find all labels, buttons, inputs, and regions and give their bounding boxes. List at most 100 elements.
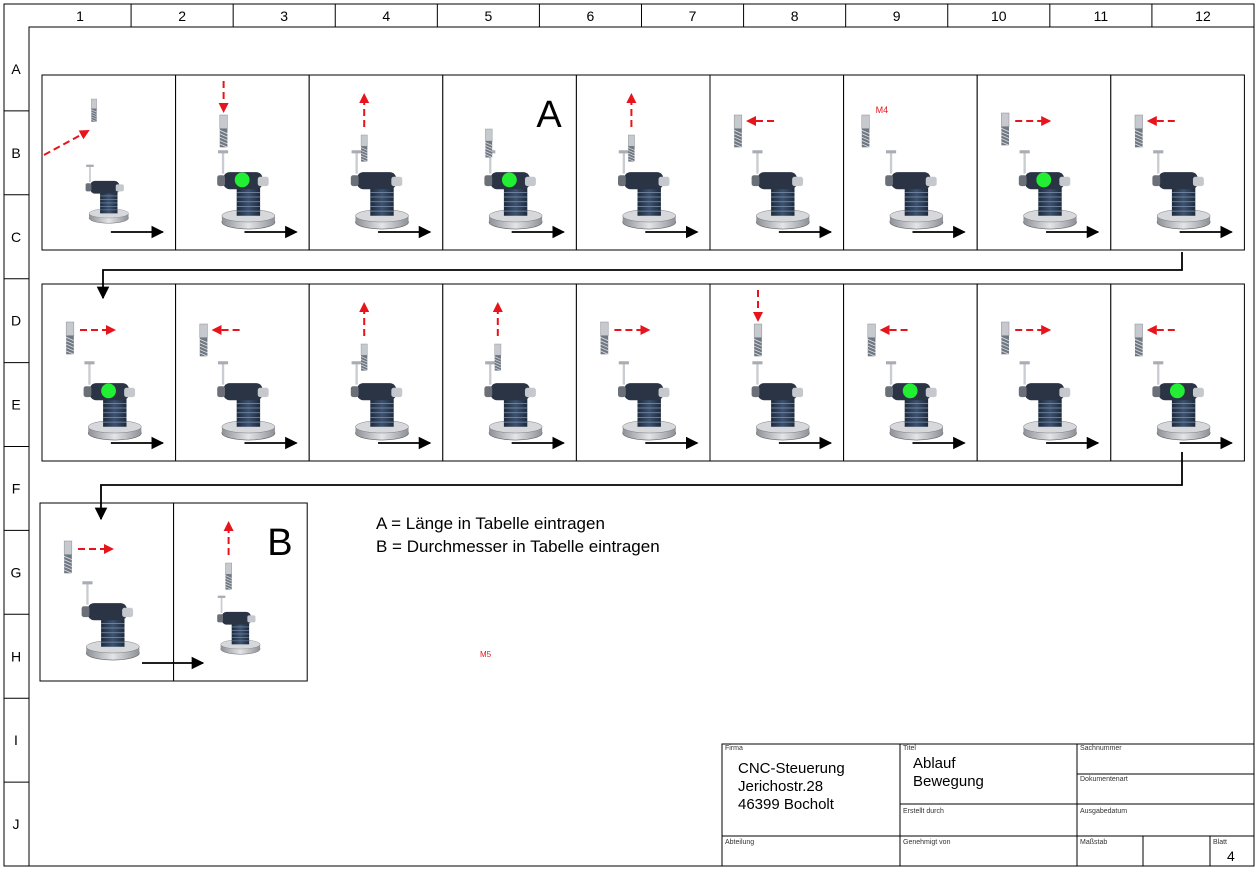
step-panel-2-6: [709, 283, 845, 462]
step-panel-3-2: B: [173, 502, 308, 682]
title-block: [721, 743, 1255, 867]
free-code-m5: M5: [480, 650, 492, 659]
tool-flute-line: [861, 143, 870, 148]
tool-shank: [600, 321, 609, 336]
step-panel-1-5: [575, 74, 711, 251]
step-panel-2-9: [1110, 283, 1245, 462]
tool-flute-line: [861, 140, 870, 145]
tool-shank: [65, 321, 75, 336]
row-connector-1: [96, 252, 1183, 300]
milling-tool: [494, 343, 502, 371]
green-indicator: [902, 383, 918, 399]
column-label-8: 8: [791, 8, 799, 24]
device-knob: [751, 175, 760, 187]
tool-flute-line: [485, 151, 493, 155]
tool-flute-line: [754, 349, 762, 354]
measuring-device: [217, 150, 276, 230]
legend: A = Länge in Tabelle eintragen B = Durch…: [376, 512, 660, 558]
probe-tip: [86, 164, 94, 167]
label-sachnummer: Sachnummer: [1080, 745, 1122, 752]
device-head: [87, 603, 127, 621]
row-label-J: J: [13, 816, 20, 832]
device-knob: [484, 175, 493, 187]
tool-flute-line: [1134, 338, 1143, 344]
tool-shank: [867, 323, 876, 338]
probe-stem: [489, 151, 492, 174]
tool-flute-line: [628, 147, 635, 151]
label-abteilung: Abteilung: [725, 839, 755, 846]
probe-tip: [217, 150, 229, 154]
column-label-2: 2: [178, 8, 186, 24]
probe-stem: [88, 362, 91, 385]
row-label-C: C: [11, 229, 21, 245]
milling-tool: [91, 98, 97, 123]
tool-flute-line: [225, 583, 232, 588]
tool-flute-line: [199, 338, 208, 344]
tool-flute-line: [225, 586, 232, 590]
milling-tool: [861, 114, 870, 148]
column-label-5: 5: [484, 8, 492, 24]
label-dokumentenart: Dokumentenart: [1080, 776, 1128, 783]
probe-stem: [489, 362, 492, 385]
tool-flutes: [91, 108, 97, 122]
tool-flute-line: [360, 158, 368, 162]
label-erstellt: Erstellt durch: [903, 808, 944, 815]
device-knob: [81, 606, 90, 618]
device-side-cap: [1059, 176, 1071, 187]
device-knob: [1152, 386, 1161, 398]
probe-stem: [756, 362, 759, 385]
tool-flute-line: [64, 555, 72, 561]
milling-tool: [733, 114, 743, 148]
milling-tool: [867, 323, 876, 357]
measuring-device: [83, 361, 142, 441]
titel-line-2: Bewegung: [913, 773, 984, 790]
probe-tip: [84, 361, 95, 365]
row-label-E: E: [11, 397, 20, 413]
tool-flute-line: [485, 148, 493, 152]
panel-border: [41, 74, 177, 251]
probe-tip: [1153, 150, 1164, 154]
column-label-9: 9: [893, 8, 901, 24]
device-side-cap: [1192, 176, 1204, 187]
milling-tool: [360, 134, 368, 162]
tool-flutes: [867, 337, 876, 357]
device-side-cap: [658, 176, 670, 187]
probe-tip: [1019, 150, 1030, 154]
measuring-device: [217, 361, 276, 441]
green-indicator: [1169, 383, 1185, 399]
tool-flutes: [225, 574, 232, 590]
tool-flute-line: [494, 364, 502, 369]
device-knob: [217, 614, 223, 623]
device-head: [624, 383, 664, 401]
tool-flutes: [754, 337, 762, 357]
tool-flute-line: [225, 575, 232, 579]
titel-line-1: Ablauf: [913, 755, 956, 772]
green-indicator: [501, 172, 517, 188]
tool-flute-line: [1001, 340, 1010, 345]
step-panel-3-1: [39, 502, 175, 682]
milling-tool: [63, 540, 73, 574]
tool-shank: [753, 323, 763, 338]
tool-flute-line: [199, 342, 208, 347]
row-label-F: F: [12, 480, 21, 496]
tool-flute-line: [628, 155, 635, 160]
tool-flute-line: [867, 342, 876, 347]
milling-tool: [753, 323, 763, 357]
step-panel-1-2: [175, 74, 310, 251]
device-head: [223, 383, 263, 401]
tool-flute-line: [754, 342, 762, 347]
tool-shank: [861, 114, 870, 129]
step-panel-2-3: [308, 283, 444, 462]
tool-flute-line: [628, 152, 635, 157]
device-knob: [618, 175, 626, 187]
tool-flute-line: [494, 361, 502, 366]
device-knob: [484, 386, 493, 398]
column-label-11: 11: [1094, 8, 1109, 24]
firma-line-1: CNC-Steuerung: [738, 760, 845, 777]
probe-tip: [1153, 361, 1164, 365]
measuring-device: [1018, 361, 1077, 441]
tool-flute-line: [1134, 140, 1143, 145]
probe-stem: [622, 362, 626, 385]
